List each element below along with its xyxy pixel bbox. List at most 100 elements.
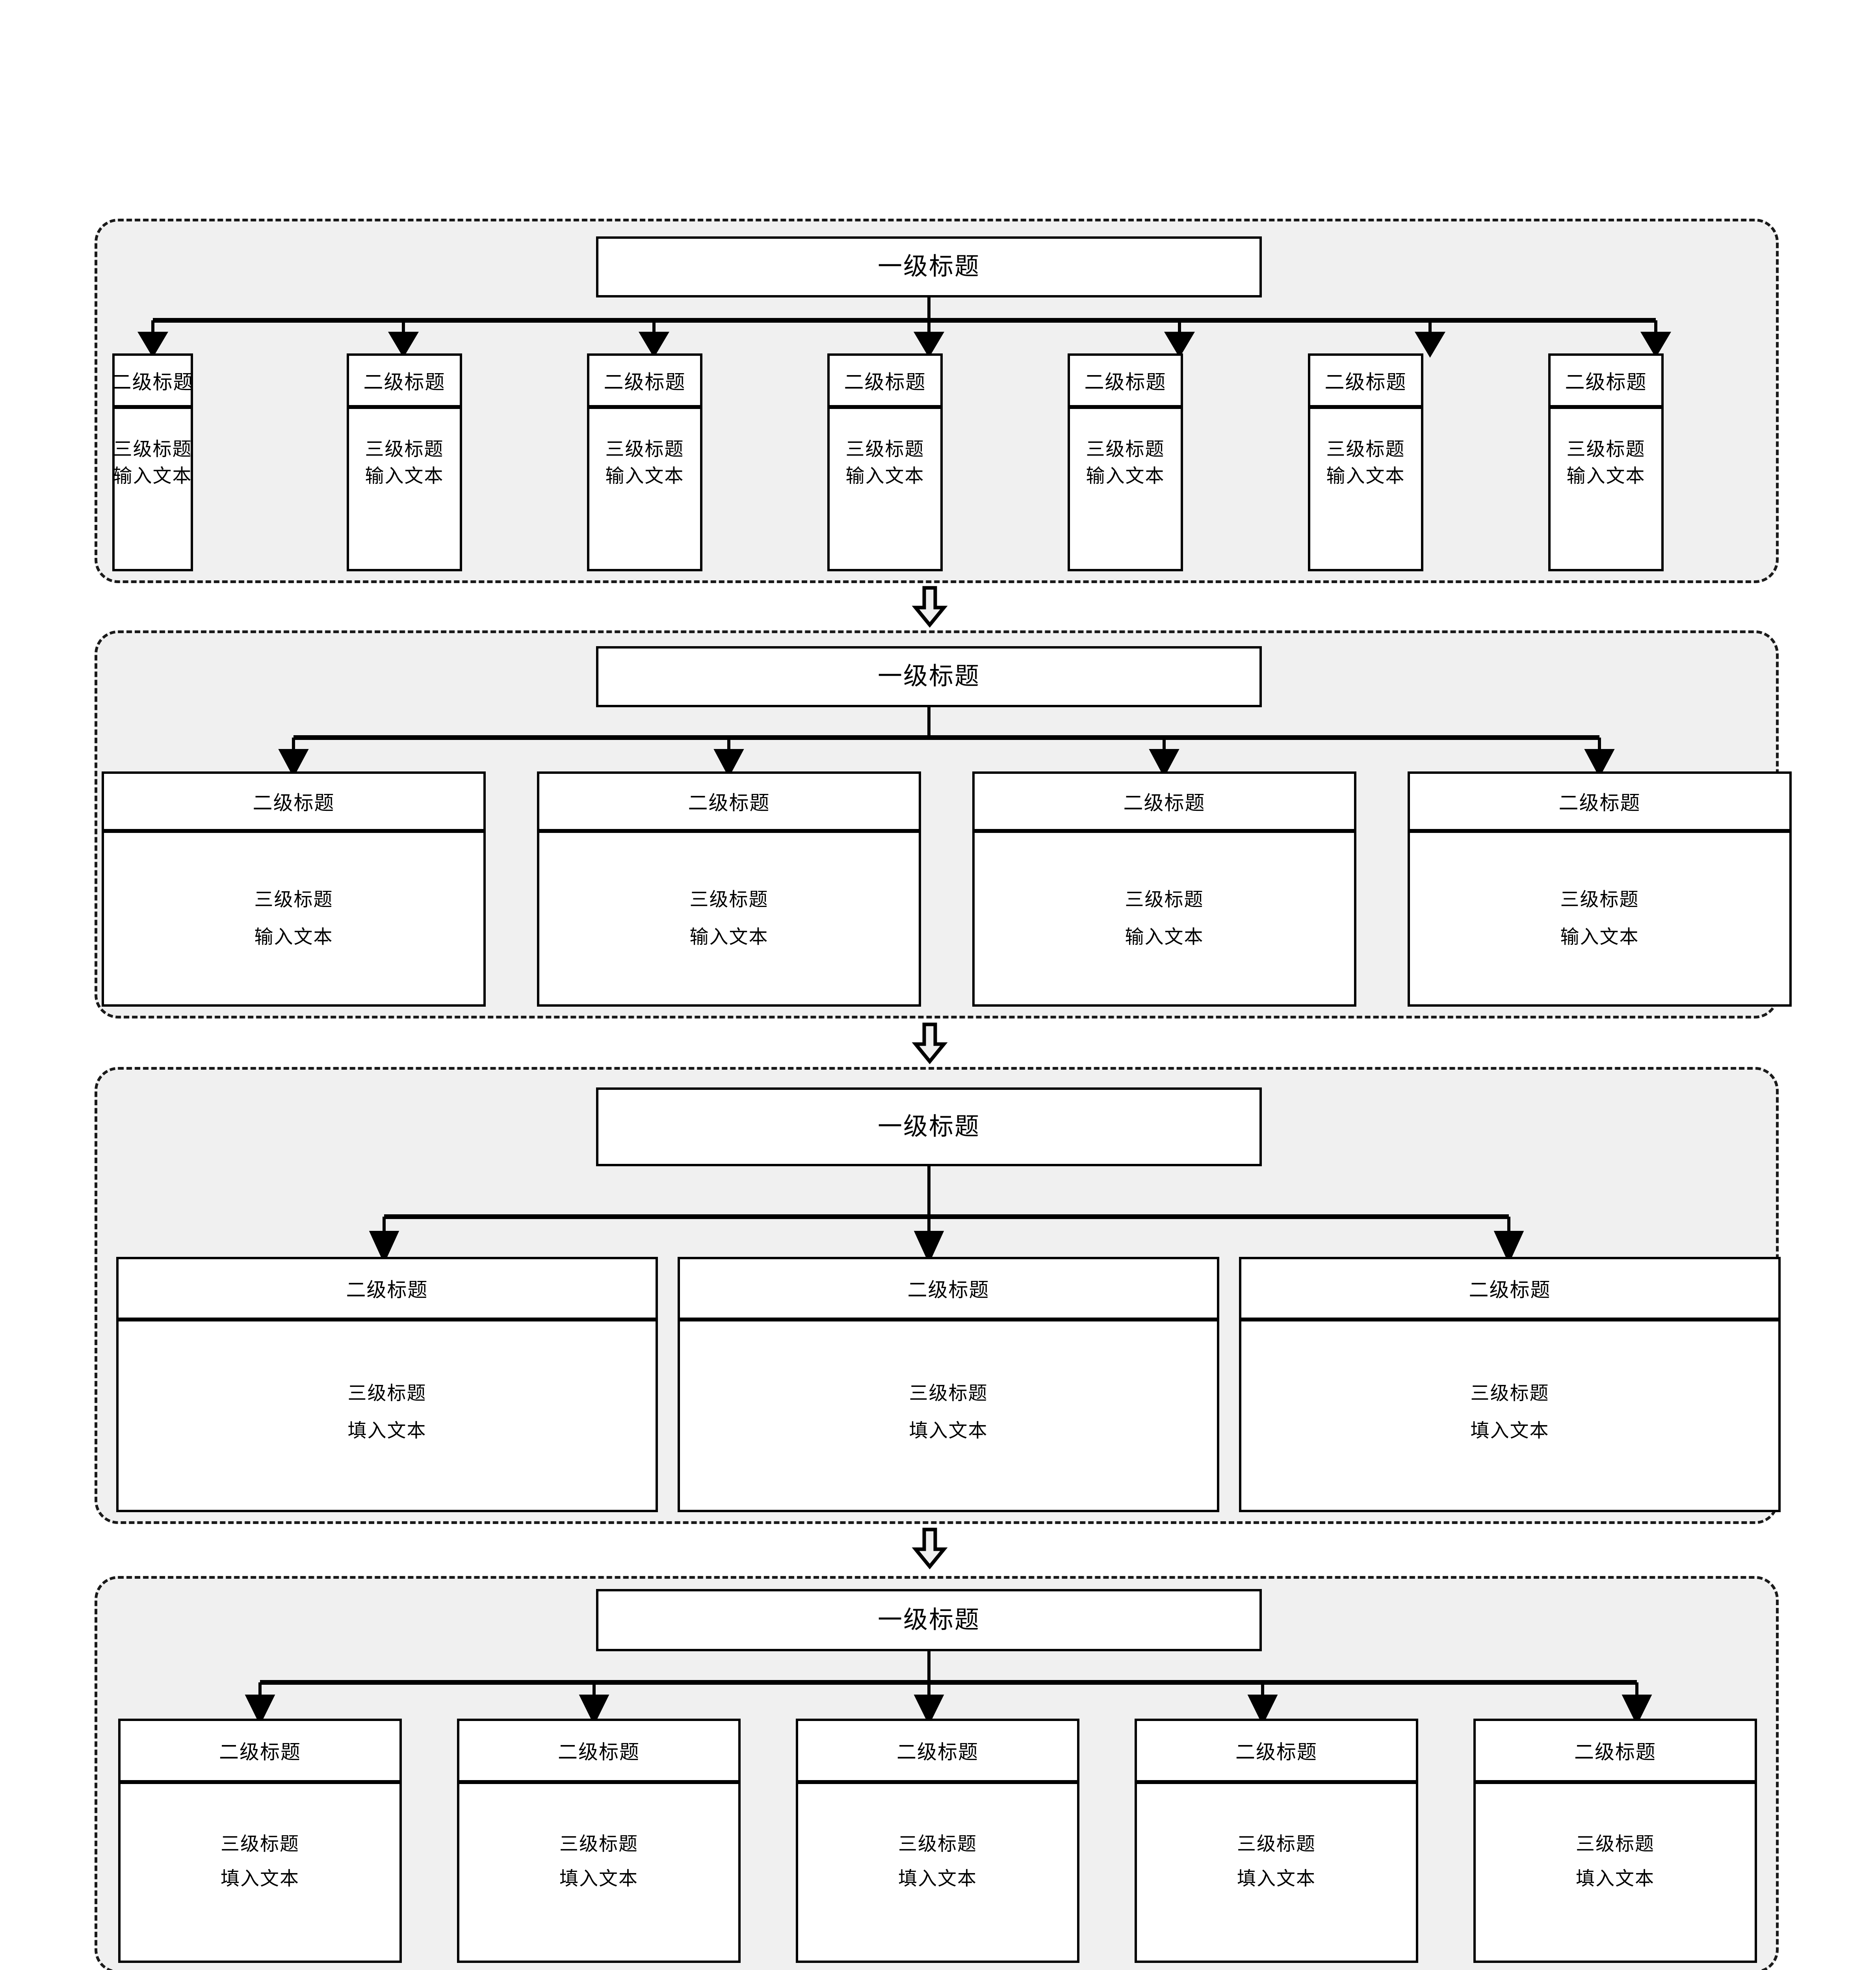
card-line-2: 输入文本 (845, 466, 925, 487)
card-line-2: 输入文本 (1125, 927, 1204, 948)
card-header: 二级标题 (975, 774, 1354, 833)
card-line-2: 输入文本 (605, 466, 684, 487)
section-3-level1-title[interactable]: 一级标题 (596, 1087, 1262, 1166)
card-header-text: 二级标题 (219, 1741, 301, 1763)
card-header: 二级标题 (830, 356, 940, 409)
section-2-card-4[interactable]: 二级标题 三级标题 输入文本 (1408, 771, 1792, 1007)
card-line-1: 三级标题 (1125, 889, 1204, 910)
down-block-arrow-icon (912, 1528, 948, 1570)
card-body: 三级标题 输入文本 (589, 409, 700, 569)
card-line-2: 填入文本 (1575, 1868, 1655, 1890)
card-body: 三级标题 输入文本 (539, 833, 919, 1004)
card-header-text: 二级标题 (1469, 1279, 1551, 1301)
card-line-2: 填入文本 (347, 1420, 427, 1442)
card-body: 三级标题 输入文本 (830, 409, 940, 569)
card-header: 二级标题 (1310, 356, 1421, 409)
card-line-1: 三级标题 (1575, 1834, 1655, 1855)
section-4-card-4[interactable]: 二级标题 三级标题 填入文本 (1135, 1719, 1418, 1963)
card-header: 二级标题 (1070, 356, 1181, 409)
card-line-2: 填入文本 (559, 1868, 638, 1890)
card-header-text: 二级标题 (111, 371, 194, 393)
card-header: 二级标题 (589, 356, 700, 409)
card-line-1: 三级标题 (1086, 439, 1165, 460)
card-line-2: 输入文本 (1566, 466, 1646, 487)
card-line-2: 填入文本 (1237, 1868, 1316, 1890)
card-header: 二级标题 (1476, 1721, 1755, 1784)
card-header: 二级标题 (1137, 1721, 1416, 1784)
card-header-text: 二级标题 (1558, 792, 1641, 814)
card-line-1: 三级标题 (254, 889, 333, 910)
section-4-level1-title-text: 一级标题 (877, 1606, 980, 1634)
card-header: 二级标题 (680, 1259, 1217, 1321)
card-body: 三级标题 输入文本 (1310, 409, 1421, 569)
section-2-card-1[interactable]: 二级标题 三级标题 输入文本 (102, 771, 486, 1007)
card-body: 三级标题 填入文本 (1137, 1784, 1416, 1961)
card-body: 三级标题 输入文本 (104, 833, 483, 1004)
card-line-1: 三级标题 (1560, 889, 1639, 910)
card-line-2: 填入文本 (220, 1868, 299, 1890)
card-line-1: 三级标题 (1237, 1834, 1316, 1855)
card-line-1: 三级标题 (347, 1383, 427, 1404)
card-line-2: 填入文本 (1470, 1420, 1549, 1442)
card-line-1: 三级标题 (1470, 1383, 1549, 1404)
section-1-level1-title[interactable]: 一级标题 (596, 236, 1262, 297)
down-block-arrow-icon (912, 1022, 948, 1065)
section-1-card-2[interactable]: 二级标题 三级标题 输入文本 (347, 353, 462, 571)
card-body: 三级标题 填入文本 (1476, 1784, 1755, 1961)
card-line-2: 输入文本 (254, 927, 333, 948)
card-line-2: 输入文本 (1326, 466, 1405, 487)
card-header-text: 二级标题 (604, 371, 686, 393)
section-3-level1-title-text: 一级标题 (877, 1113, 980, 1140)
card-header: 二级标题 (121, 1721, 399, 1784)
section-3-card-3[interactable]: 二级标题 三级标题 填入文本 (1239, 1257, 1781, 1512)
card-line-1: 三级标题 (689, 889, 769, 910)
section-2-card-3[interactable]: 二级标题 三级标题 输入文本 (972, 771, 1356, 1007)
card-line-2: 输入文本 (113, 466, 192, 487)
section-3-card-2[interactable]: 二级标题 三级标题 填入文本 (678, 1257, 1219, 1512)
card-body: 三级标题 填入文本 (680, 1321, 1217, 1510)
section-1-card-3[interactable]: 二级标题 三级标题 输入文本 (587, 353, 702, 571)
section-2-card-2[interactable]: 二级标题 三级标题 输入文本 (537, 771, 921, 1007)
section-2-level1-title[interactable]: 一级标题 (596, 646, 1262, 707)
card-line-2: 填入文本 (909, 1420, 988, 1442)
card-header-text: 二级标题 (1235, 1741, 1317, 1763)
card-body: 三级标题 输入文本 (113, 409, 192, 569)
card-header-text: 二级标题 (363, 371, 446, 393)
card-body: 三级标题 填入文本 (121, 1784, 399, 1961)
card-line-1: 三级标题 (365, 439, 444, 460)
card-body: 三级标题 输入文本 (1551, 409, 1661, 569)
section-connector-3-4 (912, 1528, 948, 1570)
card-header: 二级标题 (1241, 1259, 1778, 1321)
card-body: 三级标题 填入文本 (119, 1321, 656, 1510)
card-line-1: 三级标题 (113, 439, 192, 460)
section-4-card-2[interactable]: 二级标题 三级标题 填入文本 (457, 1719, 741, 1963)
section-1-card-6[interactable]: 二级标题 三级标题 输入文本 (1308, 353, 1423, 571)
section-4-card-1[interactable]: 二级标题 三级标题 填入文本 (118, 1719, 402, 1963)
section-1-card-4[interactable]: 二级标题 三级标题 输入文本 (827, 353, 943, 571)
section-4-card-3[interactable]: 二级标题 三级标题 填入文本 (796, 1719, 1079, 1963)
section-1-level1-title-text: 一级标题 (877, 253, 980, 281)
card-body: 三级标题 输入文本 (975, 833, 1354, 1004)
card-header-text: 二级标题 (346, 1279, 428, 1301)
card-line-1: 三级标题 (909, 1383, 988, 1404)
card-header: 二级标题 (119, 1259, 656, 1321)
card-line-1: 三级标题 (605, 439, 684, 460)
section-connector-1-2 (912, 586, 948, 628)
card-line-2: 输入文本 (365, 466, 444, 487)
card-body: 三级标题 输入文本 (1410, 833, 1789, 1004)
card-line-2: 填入文本 (898, 1868, 977, 1890)
card-body: 三级标题 输入文本 (1070, 409, 1181, 569)
section-1-card-1[interactable]: 二级标题 三级标题 输入文本 (112, 353, 193, 571)
section-3-card-1[interactable]: 二级标题 三级标题 填入文本 (116, 1257, 658, 1512)
card-header: 二级标题 (798, 1721, 1077, 1784)
down-block-arrow-icon (912, 586, 948, 628)
card-header-text: 二级标题 (1565, 371, 1647, 393)
section-4-card-5[interactable]: 二级标题 三级标题 填入文本 (1473, 1719, 1757, 1963)
card-body: 三级标题 填入文本 (1241, 1321, 1778, 1510)
section-1-card-5[interactable]: 二级标题 三级标题 输入文本 (1068, 353, 1183, 571)
section-4-level1-title[interactable]: 一级标题 (596, 1589, 1262, 1651)
card-header: 二级标题 (459, 1721, 738, 1784)
card-header-text: 二级标题 (253, 792, 335, 814)
card-header: 二级标题 (539, 774, 919, 833)
section-1-card-7[interactable]: 二级标题 三级标题 输入文本 (1548, 353, 1664, 571)
